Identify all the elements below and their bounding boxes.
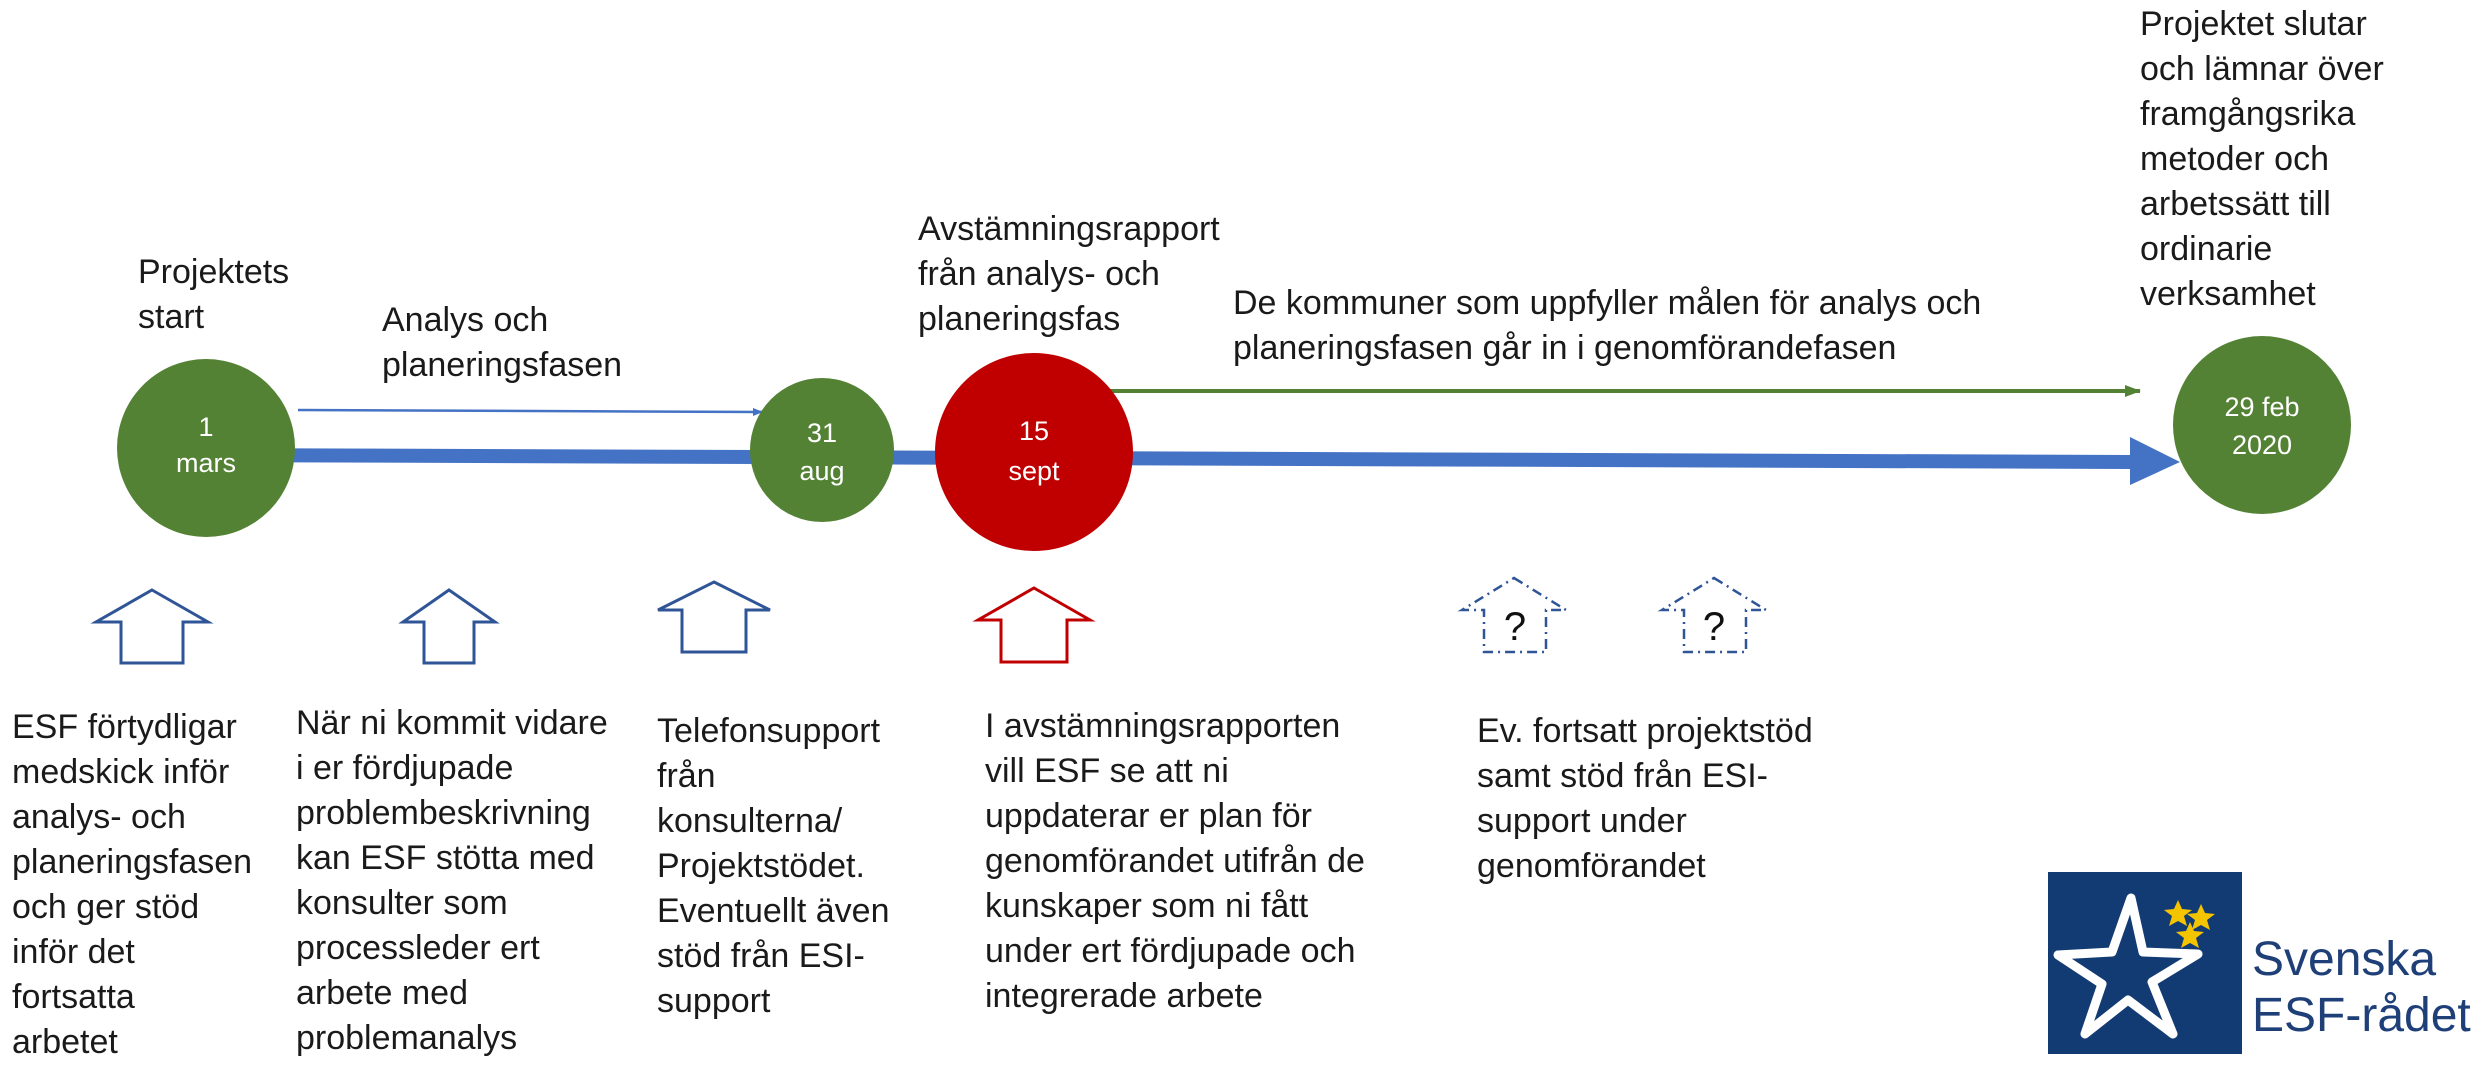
up-arrow-icon (398, 588, 500, 665)
milestone-start-circle (117, 359, 295, 537)
up-arrow-icon (657, 580, 771, 654)
logo-name: Svenska ESF-rådet (2252, 933, 2471, 1042)
dashed-up-arrow-icon (1457, 576, 1571, 654)
analysis-phase-arrow (297, 407, 763, 416)
up-arrow-icon (90, 588, 214, 665)
report-label: Avstämningsrapport från analys- och plan… (918, 210, 1220, 338)
dashed-up-arrow-icon (1657, 576, 1771, 654)
question-mark: ? (1504, 605, 1526, 649)
timeline-bar (200, 437, 2180, 485)
analysis-phase-label: Analys och planeringsfasen (382, 301, 623, 384)
support-note-2: När ni kommit vidare i er fördjupade pro… (296, 704, 608, 1057)
question-mark: ? (1703, 605, 1725, 649)
up-arrow-red-icon (972, 586, 1096, 664)
support-note-3: Telefonsupport från konsulterna/ Projekt… (657, 712, 890, 1020)
milestone-sept-circle (935, 353, 1133, 551)
project-start-label: Projektets start (138, 253, 290, 336)
support-note-4: I avstämningsrapporten vill ESF se att n… (985, 707, 1365, 1015)
support-note-1: ESF förtydligar medskick inför analys- o… (12, 708, 253, 1061)
municipalities-label: De kommuner som uppfyller målen för anal… (1233, 284, 1982, 367)
project-end-label: Projektet slutar och lämnar över framgån… (2140, 5, 2384, 313)
milestone-aug-circle (750, 378, 894, 522)
star-logo-icon (2048, 872, 2242, 1054)
milestone-end-circle (2173, 336, 2351, 514)
support-note-5: Ev. fortsatt projektstöd samt stöd från … (1477, 712, 1813, 885)
